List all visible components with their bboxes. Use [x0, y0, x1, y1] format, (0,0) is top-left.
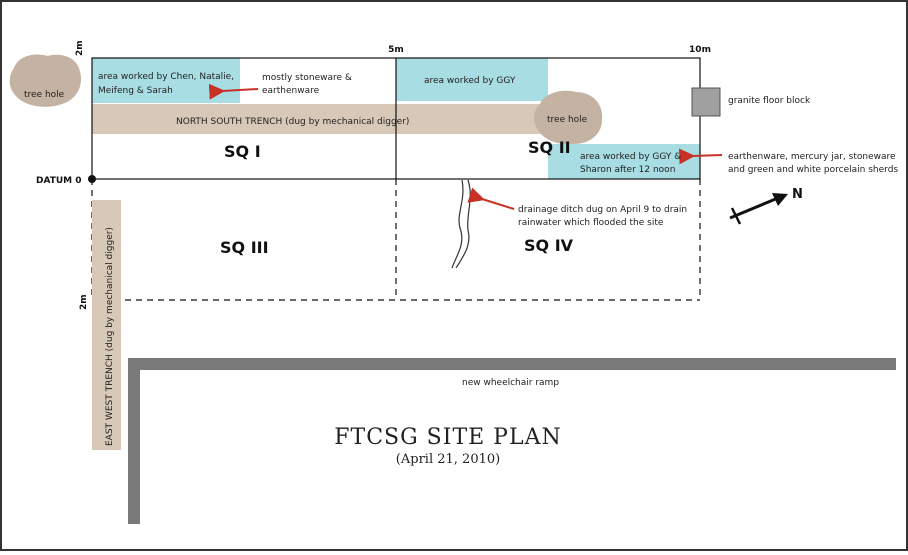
east-west-trench-label: EAST WEST TRENCH (dug by mechanical digg… [105, 227, 115, 446]
area-chen-label-line1: area worked by Chen, Natalie, [98, 72, 234, 82]
scale-5m: 5m [388, 45, 404, 55]
area-chen-label-line2: Meifeng & Sarah [98, 86, 173, 96]
east-west-trench-band [92, 200, 121, 450]
arrow-ditch [467, 187, 515, 210]
area-ggy [396, 58, 548, 101]
drainage-ditch-line-a [451, 179, 464, 269]
north-arrow-icon [729, 193, 788, 225]
north-south-trench-label: NORTH SOUTH TRENCH (dug by mechanical di… [176, 117, 409, 127]
area-ggy-sharon [548, 144, 700, 179]
arrow-finds [678, 148, 723, 165]
note-stoneware-line2: earthenware [262, 86, 320, 96]
square-3-label: SQ III [220, 238, 269, 257]
arrow-stoneware [208, 83, 259, 100]
ditch-note-line1: drainage ditch dug on April 9 to drain [518, 205, 687, 215]
datum-label: DATUM 0 [36, 176, 82, 186]
square-2-label: SQ II [528, 138, 571, 157]
scale-2m-top: 2m [75, 40, 85, 56]
north-south-trench-band [92, 104, 570, 134]
finds-note-line1: earthenware, mercury jar, stoneware [728, 152, 896, 162]
page-subtitle: (April 21, 2010) [396, 452, 500, 467]
square-4-label: SQ IV [524, 236, 574, 255]
scale-10m: 10m [689, 45, 711, 55]
wheelchair-ramp-label: new wheelchair ramp [462, 378, 559, 388]
finds-note-line2: and green and white porcelain sherds [728, 165, 898, 175]
page-title: FTCSG SITE PLAN [334, 425, 561, 450]
scale-2m-side: 2m [79, 294, 89, 310]
datum-point [88, 175, 96, 183]
tree-hole-left-label: tree hole [24, 90, 65, 100]
area-ggy-sharon-line2: Sharon after 12 noon [580, 165, 675, 175]
note-stoneware-line1: mostly stoneware & [262, 73, 352, 83]
ditch-note-line2: rainwater which flooded the site [518, 218, 664, 228]
north-label: N [792, 187, 803, 202]
area-ggy-label: area worked by GGY [424, 76, 516, 86]
granite-floor-block [691, 87, 721, 117]
tree-hole-right [533, 90, 603, 145]
tree-hole-right-label: tree hole [547, 115, 588, 125]
area-ggy-sharon-line1: area worked by GGY & [580, 152, 681, 162]
tree-hole-left [9, 54, 82, 107]
granite-floor-block-label: granite floor block [728, 96, 811, 106]
square-1-label: SQ I [224, 142, 261, 161]
